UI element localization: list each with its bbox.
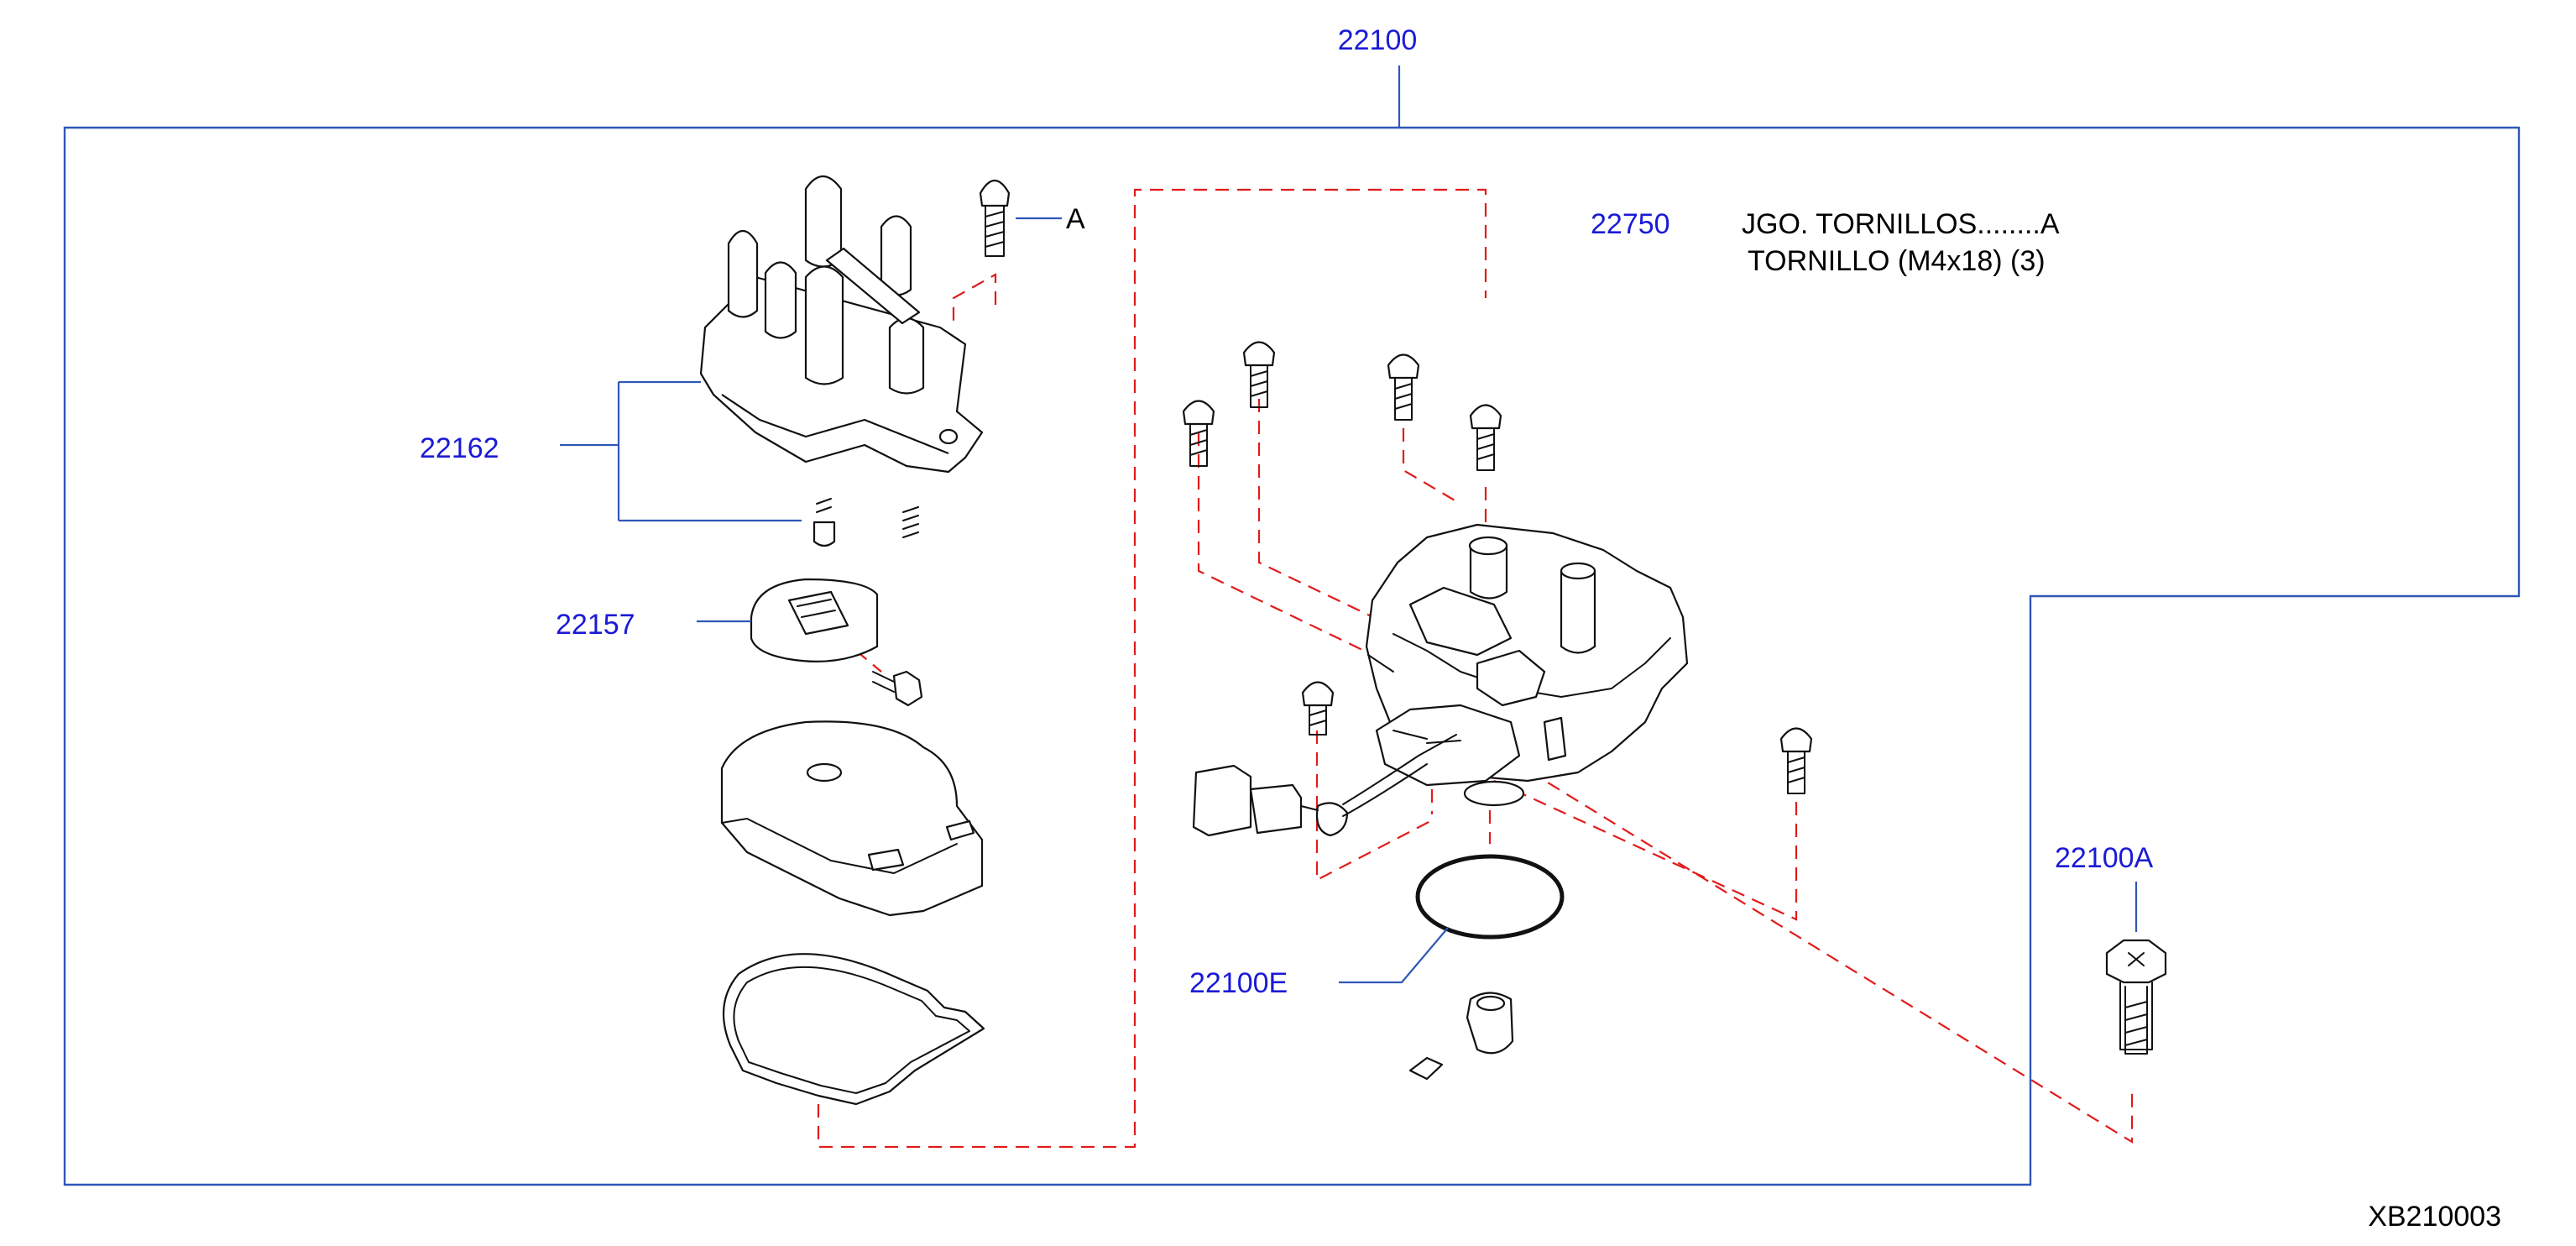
cap-spring-drawing bbox=[813, 498, 919, 547]
callout-a-label: A bbox=[1066, 203, 1085, 235]
label-leaders bbox=[560, 217, 2138, 984]
shield-plate-drawing bbox=[720, 720, 984, 917]
part-number-22100A: 22100A bbox=[2055, 842, 2154, 874]
part-number-22162: 22162 bbox=[420, 432, 499, 464]
rotor-drawing bbox=[750, 578, 923, 707]
part-number-22750: 22750 bbox=[1591, 208, 1670, 240]
note-line-2: TORNILLO (M4x18) (3) bbox=[1748, 245, 2046, 277]
assembly-frame bbox=[63, 126, 2521, 1186]
part-number-22100: 22100 bbox=[1338, 24, 1418, 56]
o-ring-drawing bbox=[1415, 854, 1565, 940]
part-number-22157: 22157 bbox=[556, 609, 635, 641]
gasket-inner-line bbox=[733, 966, 970, 1094]
figure-code: XB210003 bbox=[2368, 1201, 2501, 1233]
gasket-drawing bbox=[722, 953, 985, 1106]
distributor-cap-drawing bbox=[699, 175, 984, 474]
bolt-drawing bbox=[2105, 939, 2167, 1055]
housing-screws-drawing bbox=[1182, 341, 1813, 794]
part-number-22100E: 22100E bbox=[1189, 967, 1288, 999]
dashed-guide-lines bbox=[817, 188, 2134, 1149]
screw-a-drawing bbox=[979, 179, 1011, 257]
wire-connector-drawing bbox=[1192, 734, 1457, 837]
coupling-drawing bbox=[1408, 992, 1514, 1081]
distributor-housing-drawing bbox=[1365, 523, 1689, 807]
note-line-1: JGO. TORNILLOS........A bbox=[1742, 208, 2060, 240]
